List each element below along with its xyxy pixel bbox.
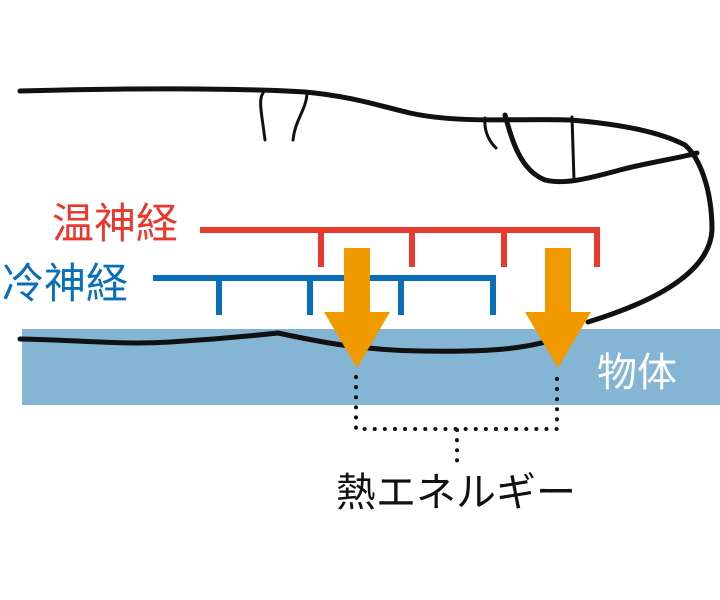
knuckle-wrinkle <box>291 92 309 142</box>
warm-nerve-label: 温神経 <box>52 199 178 248</box>
dotted-bracket <box>354 375 559 464</box>
cuticle-line <box>483 116 498 150</box>
warm-nerve <box>200 227 600 267</box>
nail-line <box>570 115 576 182</box>
cold-nerve-label: 冷神経 <box>2 259 128 308</box>
heat-arrow <box>324 248 390 368</box>
finger-details <box>259 91 576 182</box>
object-label: 物体 <box>597 350 677 396</box>
knuckle-wrinkle <box>259 91 267 142</box>
finger-top-edge <box>17 86 715 325</box>
finger-bottom-edge <box>17 330 555 354</box>
cold-nerve <box>153 275 496 315</box>
heat-energy-label: 熱エネルギー <box>336 470 576 516</box>
heat-arrow <box>525 248 591 368</box>
